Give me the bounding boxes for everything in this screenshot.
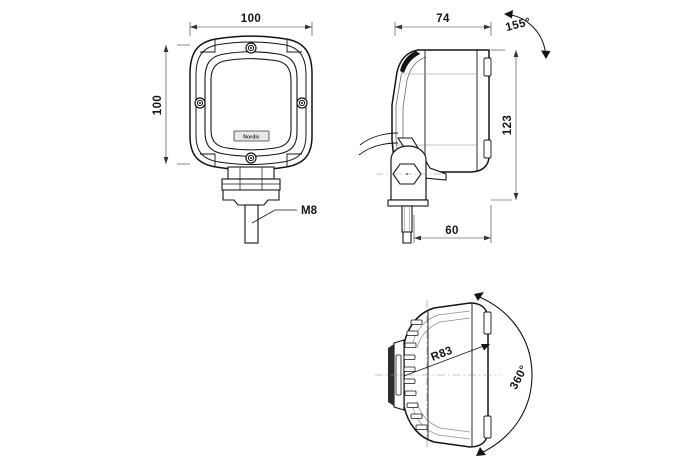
side-tilt-angle-label: 155° — [505, 16, 533, 34]
side-view-dimension-lines — [394, 22, 517, 243]
bottom-centerline — [375, 300, 500, 450]
side-view: 74 123 60 155° — [358, 10, 551, 244]
front-view-dimension-lines — [165, 22, 313, 165]
side-view-dimension-arrows — [395, 24, 519, 241]
side-body-division-lines — [424, 50, 478, 172]
front-mounting-stud — [244, 204, 259, 244]
side-depth-dimension-label: 74 — [436, 13, 450, 25]
bottom-radius-arrow — [481, 344, 490, 351]
bottom-rotation-arc — [474, 294, 533, 456]
front-m8-callout-label: M8 — [301, 205, 318, 217]
side-height-dimension-label: 123 — [502, 115, 514, 135]
side-housing-tabs — [483, 57, 492, 159]
front-view-dimension-arrows — [163, 24, 312, 164]
side-offset-dimension-label: 60 — [445, 225, 459, 237]
bottom-rotation-arc-arrows — [474, 292, 486, 456]
front-width-dimension-label: 100 — [241, 13, 261, 25]
front-bezel-ring-outer — [195, 41, 307, 166]
front-bracket-detail-lines — [222, 167, 280, 190]
side-mounting-stud — [401, 205, 413, 244]
front-screw-left — [194, 97, 206, 109]
front-m8-leader-line — [251, 209, 297, 224]
side-stud-thread-lines — [404, 206, 410, 232]
side-bracket-base — [387, 199, 429, 207]
bottom-view: 360° — [375, 292, 533, 456]
side-tilt-arc-arrows — [504, 10, 551, 59]
front-height-dimension-label: 100 — [152, 95, 164, 115]
front-lens-face — [210, 58, 292, 151]
front-screw-bottom — [245, 152, 257, 164]
front-view: 100 100 — [152, 13, 318, 244]
front-housing-corner-notches — [200, 40, 302, 166]
front-mounting-bracket — [221, 166, 281, 206]
bottom-housing-ribs — [403, 319, 428, 430]
side-top-shadow-detail — [400, 51, 420, 73]
front-screw-top — [245, 42, 257, 54]
front-brand-badge-label: Nordic — [243, 134, 260, 140]
side-cable — [358, 132, 399, 156]
bottom-radius-leader-line — [403, 343, 490, 377]
front-screw-right — [296, 97, 308, 109]
front-brand-badge: Nordic — [233, 130, 270, 142]
front-bezel-ring-inner — [204, 51, 298, 157]
bottom-housing-tabs — [483, 311, 492, 439]
